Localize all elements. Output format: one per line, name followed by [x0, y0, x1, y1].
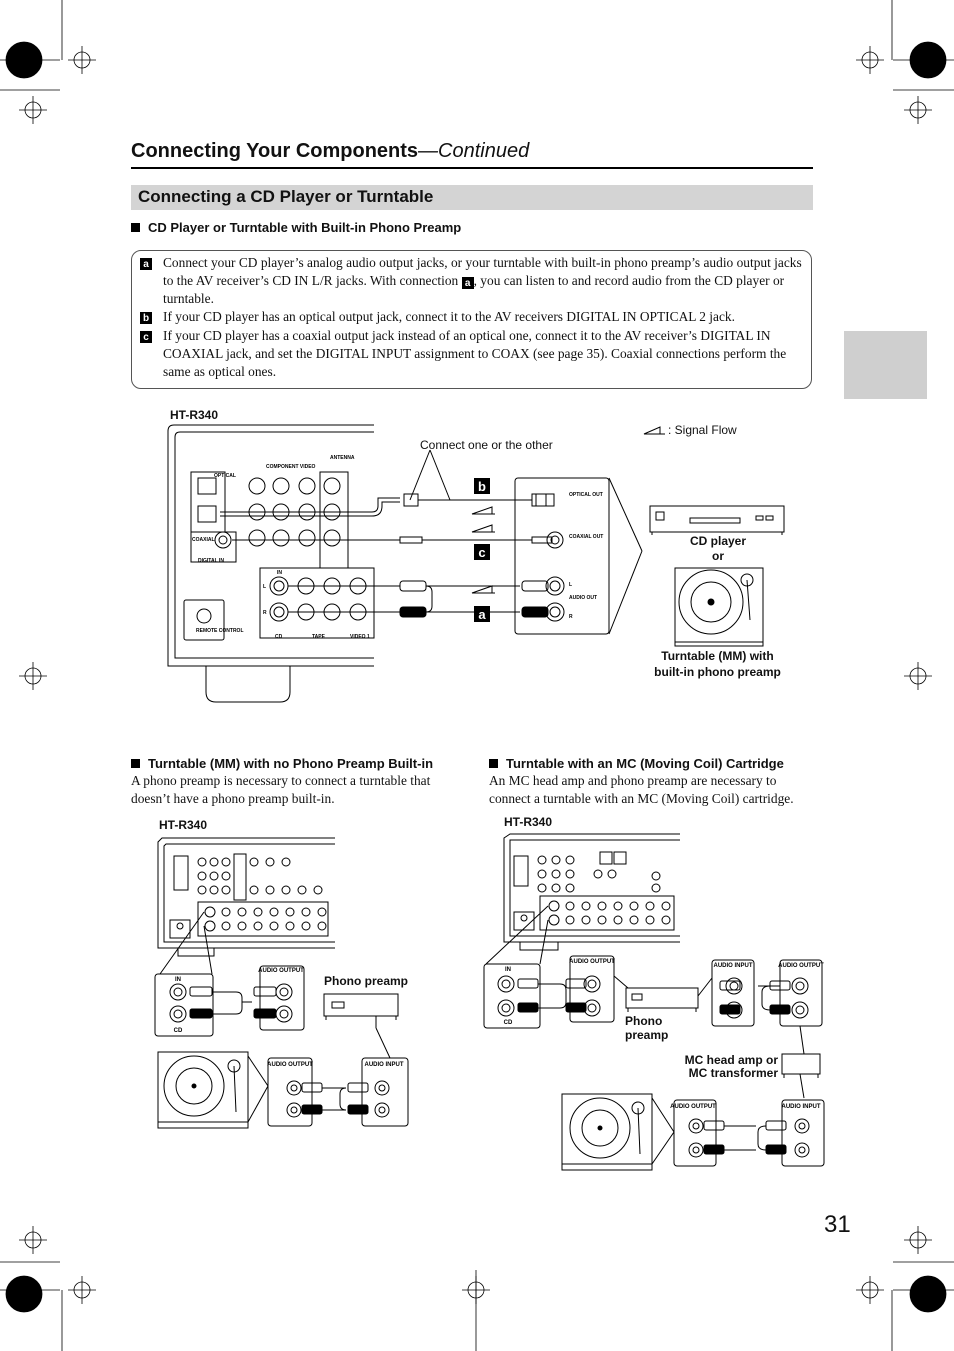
subheading-text: CD Player or Turntable with Built-in Pho… [148, 220, 462, 235]
component-video-label: COMPONENT VIDEO [266, 464, 316, 470]
diagram1-connection-figure: b c a ANTENNA COMPONENT VIDEO OPTICAL CO… [167, 424, 785, 703]
diagram1-model-label: HT-R340 [170, 408, 219, 422]
video1-label: VIDEO 1 [350, 634, 370, 640]
badge-c: c [140, 331, 152, 343]
mc-head-amp-label: MC head amp or MC transformer [684, 1053, 778, 1080]
instruction-c-text: If your CD player has a coaxial output j… [163, 328, 787, 379]
connect-one-note: Connect one or the other [420, 438, 553, 452]
diagram1-badge-c: c [478, 545, 485, 560]
coaxial-label: COAXIAL [192, 537, 215, 543]
digital-in-label: DIGITAL IN [198, 558, 224, 564]
subheading-text: Turntable with an MC (Moving Coil) Cartr… [506, 756, 784, 771]
mc-cartridge-body: An MC head amp and phono preamp are nece… [489, 773, 794, 806]
badge-a-inline: a [461, 277, 474, 289]
subheading-text: Turntable (MM) with no Phono Preamp Buil… [148, 756, 434, 771]
header-continued: —Continued [418, 140, 530, 162]
diagram3-in-label: IN [505, 967, 511, 973]
source-r-label: R [569, 614, 573, 620]
no-preamp-body: A phono preamp is necessary to connect a… [131, 773, 431, 806]
bullet-square [489, 759, 498, 768]
diagram2-in-label: IN [175, 977, 181, 983]
turntable-builtin-label: Turntable (MM) with built-in phono pream… [654, 649, 781, 679]
subheading-mc-cartridge: Turntable with an MC (Moving Coil) Cartr… [489, 756, 784, 771]
page-number: 31 [824, 1211, 851, 1238]
diagram3-audio-input-label: AUDIO INPUT [714, 963, 753, 969]
diagram1-badge-a: a [478, 607, 486, 622]
subheading-builtin-preamp: CD Player or Turntable with Built-in Pho… [131, 220, 461, 235]
instruction-b: b If your CD player has an optical outpu… [140, 308, 806, 326]
diagram2-connection-figure: IN CD AUDIO OUTPUT AUDIO OUTPUT AUDIO IN… [154, 837, 409, 1129]
signal-flow-legend: : Signal Flow [668, 423, 737, 437]
instruction-a: a Connect your CD player’s analog audio … [140, 254, 806, 308]
section-title-bar [131, 185, 813, 210]
diagram2-model-label: HT-R340 [159, 818, 208, 832]
section-title: Connecting a CD Player or Turntable [138, 187, 434, 206]
diagram3-turntable-audio-output-label: AUDIO OUTPUT [670, 1104, 716, 1110]
diagram3-connection-figure: IN CD AUDIO OUTPUT AUDIO INPUT AUDIO OUT… [483, 833, 825, 1171]
optical-out-label: OPTICAL OUT [569, 492, 603, 498]
cd-player-text: CD player [689, 534, 747, 548]
diagram2-cd-label: CD [174, 1028, 183, 1034]
side-tab [844, 331, 927, 399]
instruction-c: c If your CD player has a coaxial output… [140, 327, 806, 381]
subheading-no-preamp: Turntable (MM) with no Phono Preamp Buil… [131, 756, 433, 771]
diagram3-head-audio-output-label: AUDIO OUTPUT [778, 963, 824, 969]
optical-label: OPTICAL [214, 473, 236, 479]
instruction-box [131, 250, 812, 389]
badge-b: b [140, 312, 152, 324]
in-label: IN [277, 570, 282, 576]
coaxial-out-label: COAXIAL OUT [569, 534, 603, 540]
instruction-b-text: If your CD player has an optical output … [163, 309, 735, 324]
cd-label: CD [275, 634, 283, 640]
diagram3-cd-label: CD [504, 1020, 513, 1026]
bullet-square [131, 223, 140, 232]
instruction-a-text2: , you can listen to and record audio fro… [163, 273, 785, 306]
diagram3-audio-output-label: AUDIO OUTPUT [569, 959, 615, 965]
receiver-l-label: L [263, 584, 266, 590]
diagram2-turntable-audio-output-label: AUDIO OUTPUT [267, 1062, 313, 1068]
diagram2-audio-input-label: AUDIO INPUT [365, 1062, 404, 1068]
diagram1-badge-b: b [478, 479, 486, 494]
diagram3-model-label: HT-R340 [504, 815, 553, 829]
antenna-label: ANTENNA [330, 455, 355, 461]
badge-a: a [140, 258, 152, 270]
or-text: or [712, 549, 724, 563]
receiver-r-label: R [263, 610, 267, 616]
tape-label: TAPE [312, 634, 326, 640]
page-header: Connecting Your Components—Continued [131, 140, 529, 163]
audio-out-label: AUDIO OUT [569, 595, 597, 601]
bullet-square [131, 759, 140, 768]
diagram3-phono-preamp-label: Phono preamp [625, 1014, 669, 1042]
header-title: Connecting Your Components [131, 140, 419, 162]
source-l-label: L [569, 582, 572, 588]
remote-control-label: REMOTE CONTROL [196, 628, 244, 634]
instruction-a-text1: Connect your CD player’s analog audio ou… [163, 255, 802, 288]
header-rule [131, 167, 813, 169]
cd-player-label: CD player or [680, 534, 756, 564]
diagram2-phono-preamp-label: Phono preamp [324, 974, 409, 988]
diagram3-head-audio-input-label: AUDIO INPUT [782, 1104, 821, 1110]
diagram2-audio-output-label: AUDIO OUTPUT [258, 968, 304, 974]
